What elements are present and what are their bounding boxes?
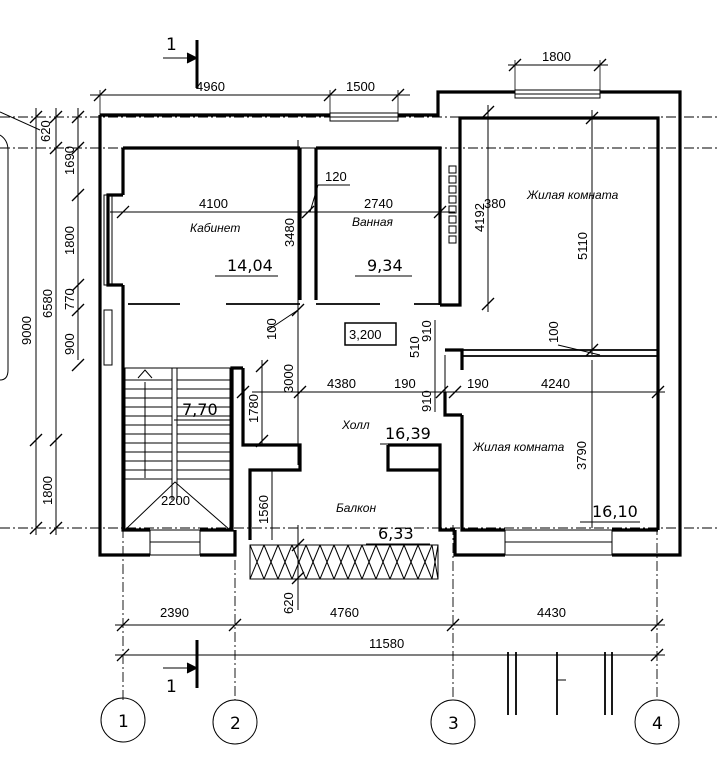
room-name-living-1: Жилая комната bbox=[526, 188, 619, 202]
section-marker-top: 1 bbox=[163, 35, 199, 88]
dim-left-9000: 9000 bbox=[19, 316, 34, 345]
dimension-lines bbox=[29, 58, 665, 662]
dim-3000: 3000 bbox=[281, 364, 296, 393]
dim-1500: 1500 bbox=[346, 79, 375, 94]
partitions bbox=[128, 147, 658, 357]
dim-1560: 1560 bbox=[256, 495, 271, 524]
section-label-top: 1 bbox=[166, 35, 177, 55]
dim-4100: 4100 bbox=[199, 196, 228, 211]
dim-3480: 3480 bbox=[282, 218, 297, 247]
axis-label-3: 3 bbox=[448, 714, 459, 734]
dim-190-b: 190 bbox=[467, 376, 489, 391]
room-name-bathroom: Ванная bbox=[352, 215, 394, 229]
elevation-value: 3,200 bbox=[349, 327, 382, 342]
dim-left-620: 620 bbox=[38, 120, 53, 142]
dim-axis-4760: 4760 bbox=[330, 605, 359, 620]
room-area-stair: 7,70 bbox=[182, 400, 218, 419]
section-marker-bottom: 1 bbox=[163, 640, 199, 697]
dim-4192: 4192 bbox=[472, 203, 487, 232]
dim-left-900: 900 bbox=[62, 333, 77, 355]
dim-4380: 4380 bbox=[327, 376, 356, 391]
windows bbox=[103, 89, 613, 556]
dim-620-bottom: 620 bbox=[281, 592, 296, 614]
axis-label-1: 1 bbox=[118, 712, 129, 732]
room-area-study: 14,04 bbox=[227, 256, 273, 275]
dim-3790: 3790 bbox=[574, 441, 589, 470]
dim-510: 510 bbox=[407, 336, 422, 358]
dim-axis-2390: 2390 bbox=[160, 605, 189, 620]
room-name-hall: Холл bbox=[341, 418, 370, 432]
dim-2740: 2740 bbox=[364, 196, 393, 211]
dim-120: 120 bbox=[325, 169, 347, 184]
section-label-bottom: 1 bbox=[166, 677, 177, 697]
elevation-marker: 3,200 bbox=[344, 322, 397, 346]
room-name-study: Кабинет bbox=[190, 221, 240, 235]
dim-left-1800: 1800 bbox=[62, 226, 77, 255]
room-area-hall: 16,39 bbox=[385, 424, 431, 443]
room-name-living-2: Жилая комната bbox=[472, 440, 565, 454]
room-name-balcony: Балкон bbox=[336, 501, 376, 515]
dim-1800-top: 1800 bbox=[542, 49, 571, 64]
dim-total-11580: 11580 bbox=[369, 636, 404, 651]
dim-190-a: 190 bbox=[394, 376, 416, 391]
dim-left-770: 770 bbox=[62, 288, 77, 310]
dim-100-a: 100 bbox=[264, 318, 279, 340]
dim-100-b: 100 bbox=[546, 321, 561, 343]
dimension-texts: 4960 1500 1800 4100 2740 120 3480 4192 3… bbox=[19, 49, 590, 651]
room-area-balcony: 6,33 bbox=[378, 524, 414, 543]
axis-label-2: 2 bbox=[230, 714, 241, 734]
bath-fixtures bbox=[448, 165, 457, 244]
dim-910-a: 910 bbox=[419, 320, 434, 342]
room-labels: Кабинет 14,04 Ванная 9,34 Жилая комната … bbox=[174, 188, 640, 545]
axis-bubbles: 1 2 3 4 bbox=[100, 697, 680, 745]
dim-380: 380 bbox=[484, 196, 506, 211]
dim-4960: 4960 bbox=[196, 79, 225, 94]
dim-1780: 1780 bbox=[246, 394, 261, 423]
dim-left-1800-low: 1800 bbox=[40, 476, 55, 505]
balcony-railing bbox=[249, 544, 439, 580]
dim-axis-4430: 4430 bbox=[537, 605, 566, 620]
dim-5110: 5110 bbox=[575, 232, 590, 260]
dim-2200: 2200 bbox=[161, 493, 190, 508]
section-marks-bottom bbox=[507, 652, 613, 715]
dim-4240: 4240 bbox=[541, 376, 570, 391]
dim-left-1690: 1690 bbox=[62, 146, 77, 175]
room-area-living-2: 16,10 bbox=[592, 502, 638, 521]
adjacent-fragment bbox=[0, 111, 41, 381]
staircase bbox=[124, 367, 231, 531]
room-area-bathroom: 9,34 bbox=[367, 256, 403, 275]
axis-label-4: 4 bbox=[652, 714, 663, 734]
dim-910-b: 910 bbox=[419, 390, 434, 412]
dim-left-6580: 6580 bbox=[40, 289, 55, 318]
